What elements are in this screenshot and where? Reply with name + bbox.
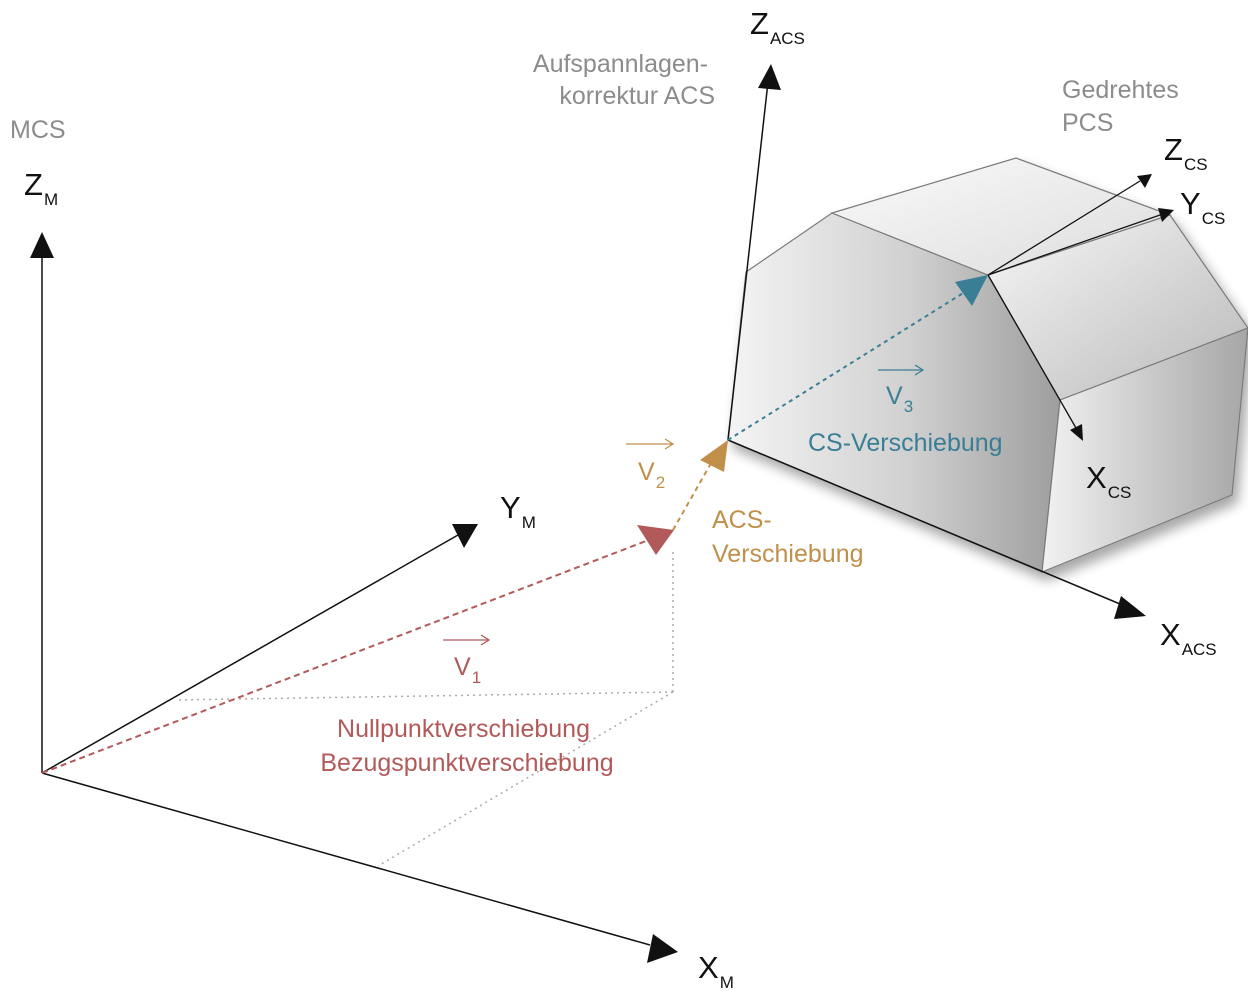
zcs-label-sub: CS	[1184, 155, 1208, 174]
zcs-arrowhead	[1137, 174, 1152, 188]
v2-description-line1: ACS-	[712, 506, 772, 534]
v2-description-line2: Verschiebung	[712, 540, 864, 568]
vector-v1	[41, 525, 674, 774]
v1-label-sub: 1	[472, 668, 481, 687]
zacs-arrowhead	[758, 64, 781, 90]
vector-v3	[727, 275, 988, 441]
xm-label-main: X	[698, 950, 719, 985]
ym-label-sub: M	[522, 513, 536, 532]
acs-axes	[727, 64, 1146, 619]
xm-axis-line	[41, 772, 651, 946]
ycs-axis-line	[987, 214, 1161, 276]
pcs-caption: Gedrehtes PCS	[1062, 76, 1186, 137]
xacs-arrowhead	[1114, 596, 1146, 619]
v3-arrowhead	[955, 275, 988, 306]
workpiece-block	[727, 157, 1248, 573]
ycs-label: YCS	[1180, 186, 1225, 228]
ycs-label-sub: CS	[1202, 209, 1226, 228]
v3-label-sub: 3	[904, 397, 913, 416]
xacs-label-sub: ACS	[1182, 640, 1217, 659]
xm-label: XM	[698, 950, 734, 992]
v2-label-sub: 2	[656, 473, 665, 492]
v2-dashed-line	[672, 457, 715, 531]
acs-caption-line2: korrektur ACS	[559, 82, 715, 110]
v1-dashed-line	[41, 540, 647, 774]
zacs-axis-line	[727, 81, 769, 441]
xm-arrowhead	[647, 934, 678, 963]
v1-arrowhead	[637, 525, 674, 555]
ym-label-main: Y	[500, 490, 521, 525]
v3-label: V3	[886, 382, 913, 416]
xcs-arrowhead	[1070, 424, 1083, 441]
v1-description-line2: Bezugspunktverschiebung	[320, 749, 613, 777]
v1-label: V1	[454, 653, 481, 687]
v1-label-main: V	[454, 653, 471, 681]
zm-arrowhead	[30, 232, 54, 258]
mcs-axes	[30, 232, 678, 963]
v1-description-line1: Nullpunktverschiebung	[337, 715, 590, 743]
v2-description: ACS- Verschiebung	[712, 506, 864, 568]
vector-v2	[672, 440, 728, 531]
pcs-caption-line2: PCS	[1062, 109, 1113, 137]
zm-label-main: Z	[24, 167, 43, 202]
pcs-caption-line1: Gedrehtes	[1062, 76, 1179, 104]
v2-label: V2	[638, 458, 665, 492]
ycs-arrowhead	[1158, 208, 1174, 222]
v1-overbar-arrow	[443, 634, 491, 646]
projection-guides	[174, 552, 674, 867]
cs-axes	[987, 174, 1174, 441]
v1-description: Nullpunktverschiebung Bezugspunktverschi…	[320, 715, 613, 777]
v3-overbar-arrow	[878, 364, 925, 376]
xcs-label-main: X	[1086, 460, 1107, 495]
zcs-label: ZCS	[1164, 132, 1208, 174]
acs-caption: Aufspannlagen- korrektur ACS	[533, 50, 715, 110]
v3-label-main: V	[886, 382, 903, 410]
xacs-label: XACS	[1160, 617, 1217, 659]
v2-label-main: V	[638, 458, 655, 486]
zm-label-sub: M	[44, 190, 58, 209]
mcs-caption: MCS	[10, 116, 66, 144]
zacs-label-main: Z	[750, 6, 769, 41]
v3-dashed-line	[727, 289, 969, 441]
xcs-axis-line	[987, 274, 1077, 429]
ym-arrowhead	[452, 524, 478, 548]
xacs-label-main: X	[1160, 617, 1181, 652]
v2-arrowhead	[700, 440, 728, 472]
guide-to-ym	[174, 691, 674, 701]
zacs-label: ZACS	[750, 6, 805, 48]
zcs-axis-line	[987, 180, 1141, 276]
xcs-label: XCS	[1086, 460, 1131, 502]
zacs-label-sub: ACS	[770, 29, 805, 48]
v2-overbar-arrow	[626, 438, 675, 450]
xcs-label-sub: CS	[1108, 483, 1132, 502]
xacs-axis-line	[727, 439, 1121, 605]
v3-description: CS-Verschiebung	[808, 429, 1003, 457]
ym-axis-line	[41, 534, 459, 774]
block-right-lower-face	[1041, 327, 1248, 573]
zm-label: ZM	[24, 167, 58, 209]
ym-label: YM	[500, 490, 536, 532]
xm-label-sub: M	[720, 973, 734, 992]
zcs-label-main: Z	[1164, 132, 1183, 167]
ycs-label-main: Y	[1180, 186, 1201, 221]
acs-caption-line1: Aufspannlagen-	[533, 50, 708, 78]
